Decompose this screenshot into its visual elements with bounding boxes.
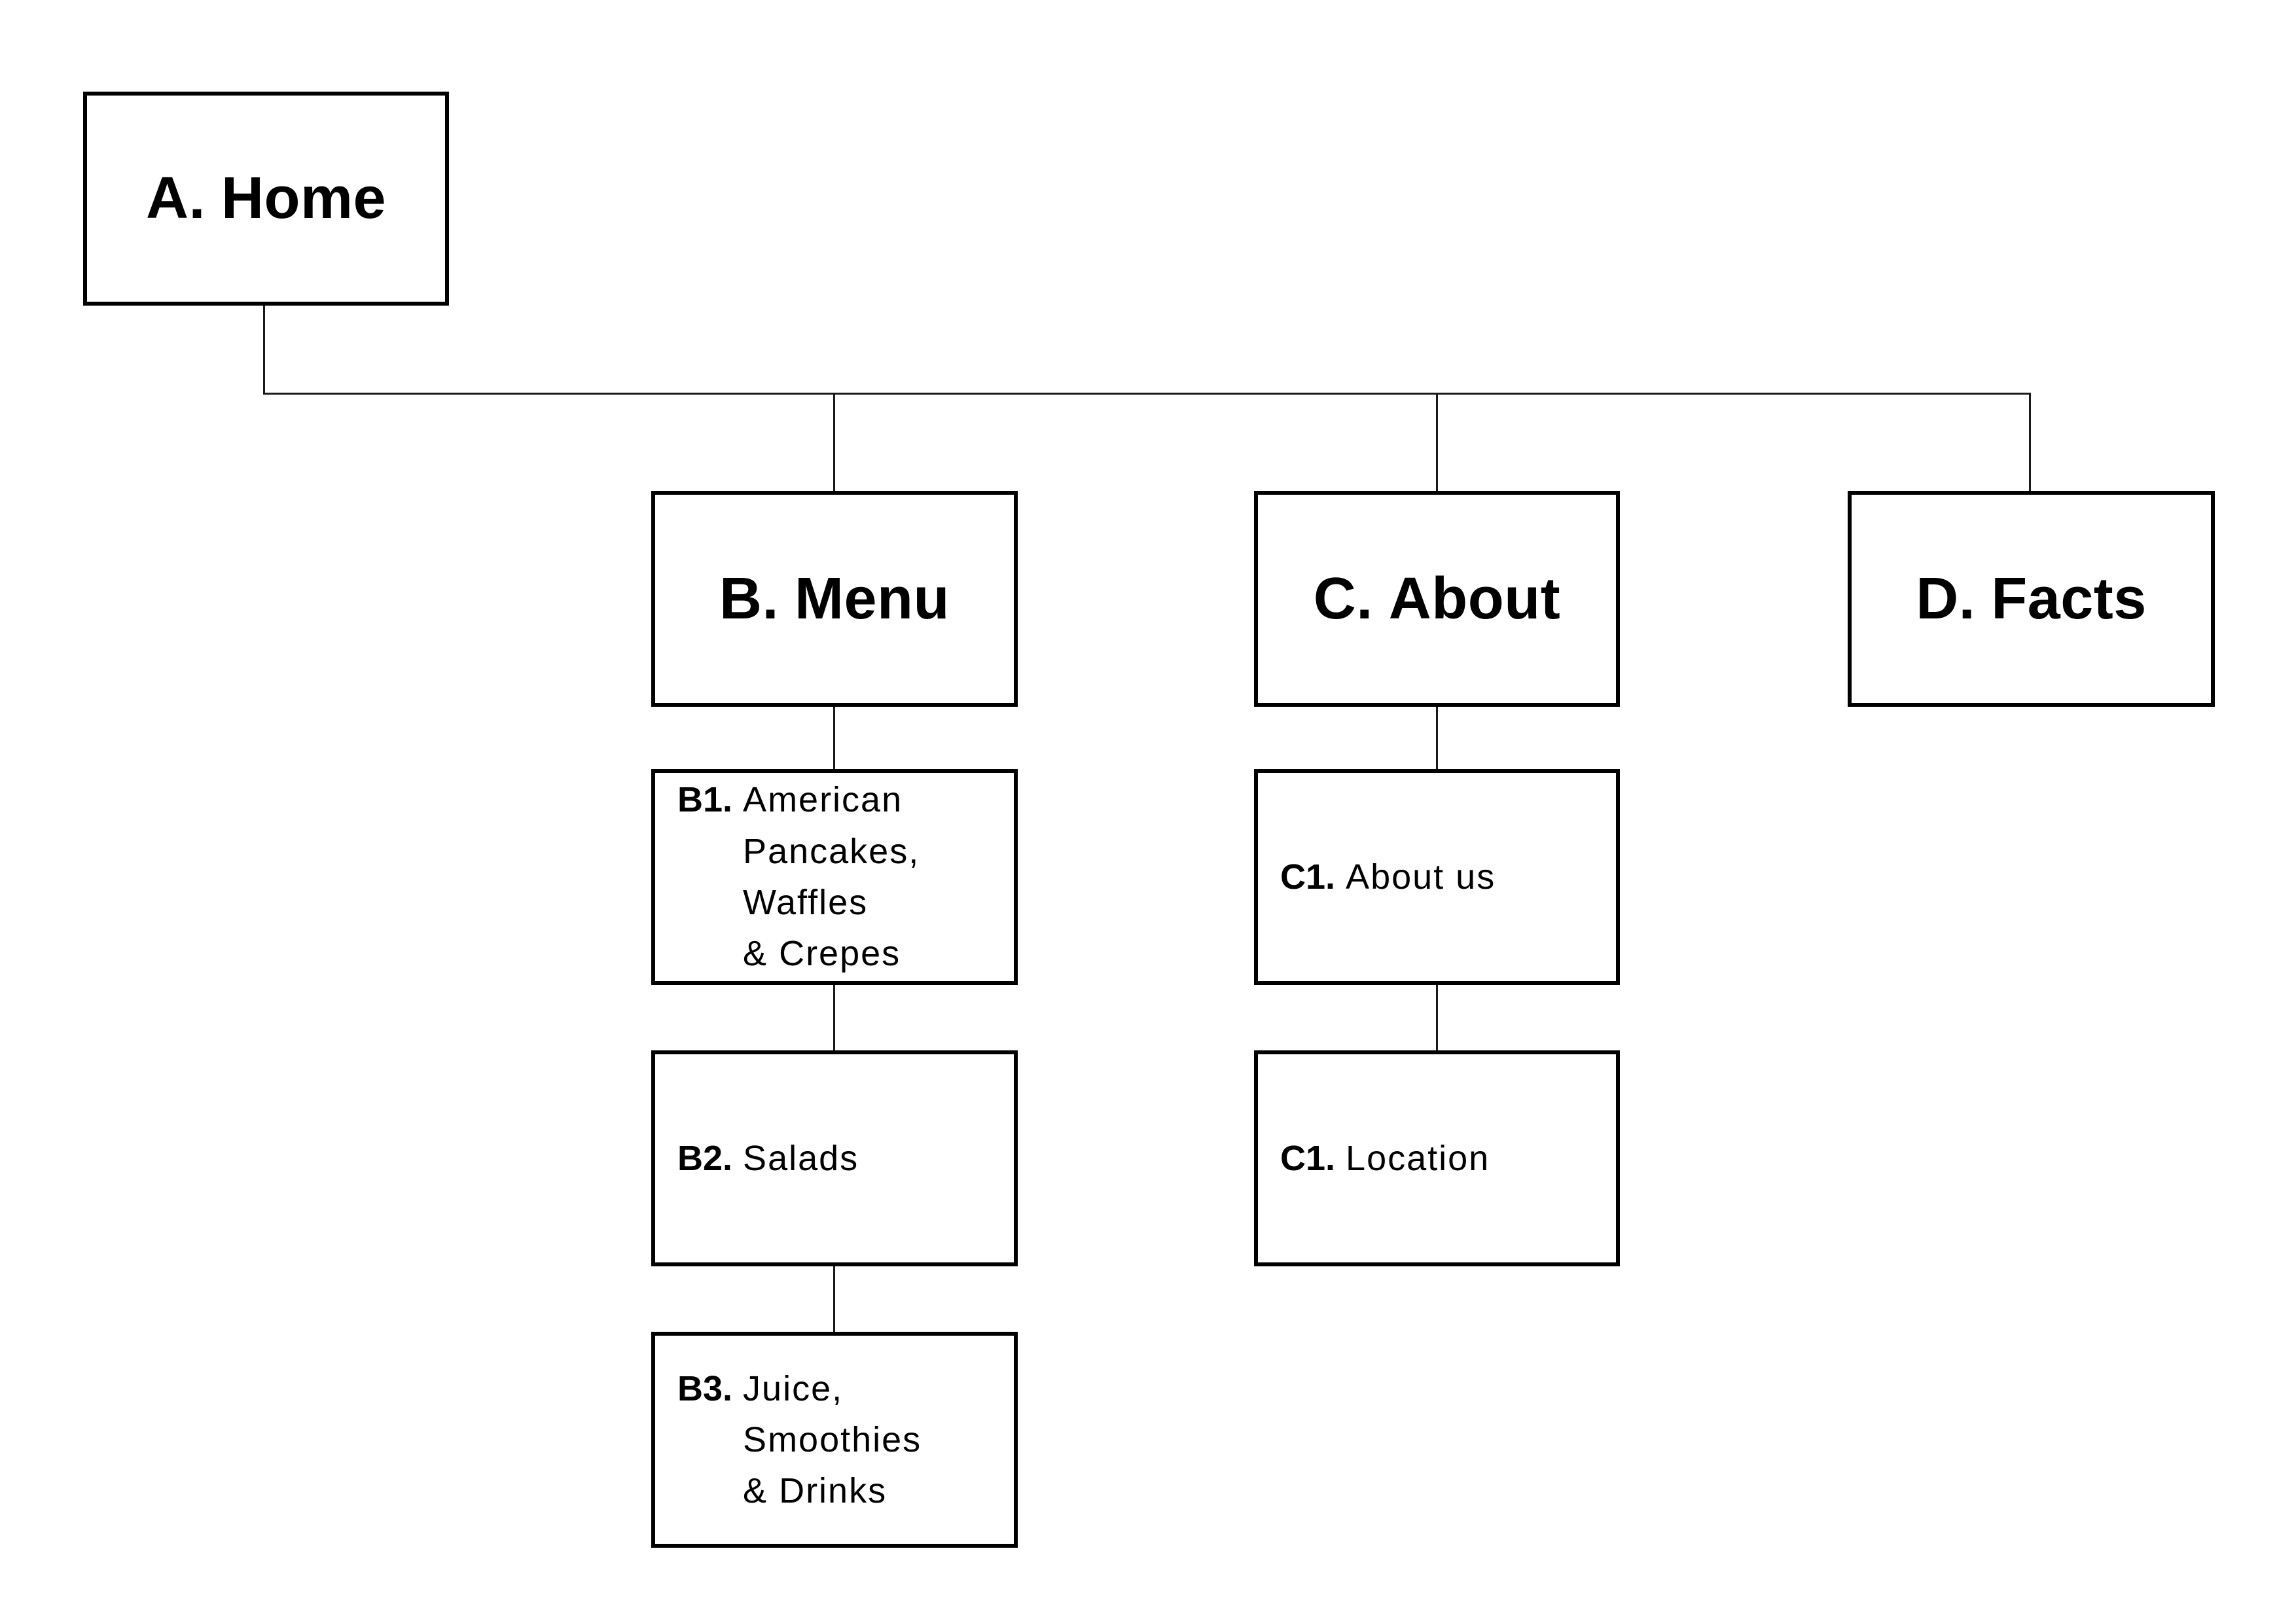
node-b-menu-label: Menu	[795, 565, 950, 632]
node-c1-location: C1.Location	[1254, 1050, 1620, 1266]
node-b3-prefix: B3.	[677, 1368, 733, 1408]
connector-rail	[263, 393, 2031, 395]
connector-b2-b3	[833, 1266, 835, 1332]
node-a-home-label: Home	[221, 166, 387, 231]
node-c1-location-prefix: C1.	[1280, 1138, 1336, 1178]
node-b1-label: American Pancakes, Waffles & Crepes	[743, 780, 920, 974]
node-b3-juice-smoothies: B3.Juice, Smoothies & Drinks	[651, 1332, 1018, 1548]
node-c1-about-us-label: About us	[1346, 857, 1496, 897]
node-b1-prefix: B1.	[677, 780, 733, 820]
node-d-facts-prefix: D.	[1916, 565, 1976, 632]
node-b2-label: Salads	[743, 1138, 859, 1178]
connector-c1-location	[1436, 985, 1438, 1050]
connector-about-c1	[1436, 707, 1438, 769]
connector-home-down	[263, 304, 265, 395]
node-b2-salads: B2.Salads	[651, 1050, 1018, 1266]
node-b-menu: B.Menu	[651, 491, 1018, 707]
node-d-facts-label: Facts	[1991, 565, 2147, 632]
connector-b1-b2	[833, 985, 835, 1050]
connector-drop-facts	[2029, 395, 2031, 491]
node-b3-label: Juice, Smoothies & Drinks	[743, 1368, 922, 1511]
connector-drop-menu	[833, 395, 835, 491]
node-c-about-prefix: C.	[1313, 565, 1373, 632]
node-b1-american-pancakes: B1.American Pancakes, Waffles & Crepes	[651, 769, 1018, 985]
node-b-menu-prefix: B.	[719, 565, 779, 632]
connector-menu-b1	[833, 707, 835, 769]
node-c-about: C.About	[1254, 491, 1620, 707]
node-d-facts: D.Facts	[1848, 491, 2215, 707]
node-c1-about-us: C1.About us	[1254, 769, 1620, 985]
node-b2-prefix: B2.	[677, 1138, 733, 1178]
node-c1-about-us-prefix: C1.	[1280, 857, 1336, 897]
connector-drop-about	[1436, 395, 1438, 491]
node-c-about-label: About	[1388, 565, 1561, 632]
node-a-home: A.Home	[83, 92, 449, 306]
node-a-home-prefix: A.	[145, 166, 206, 231]
node-c1-location-label: Location	[1346, 1138, 1490, 1178]
